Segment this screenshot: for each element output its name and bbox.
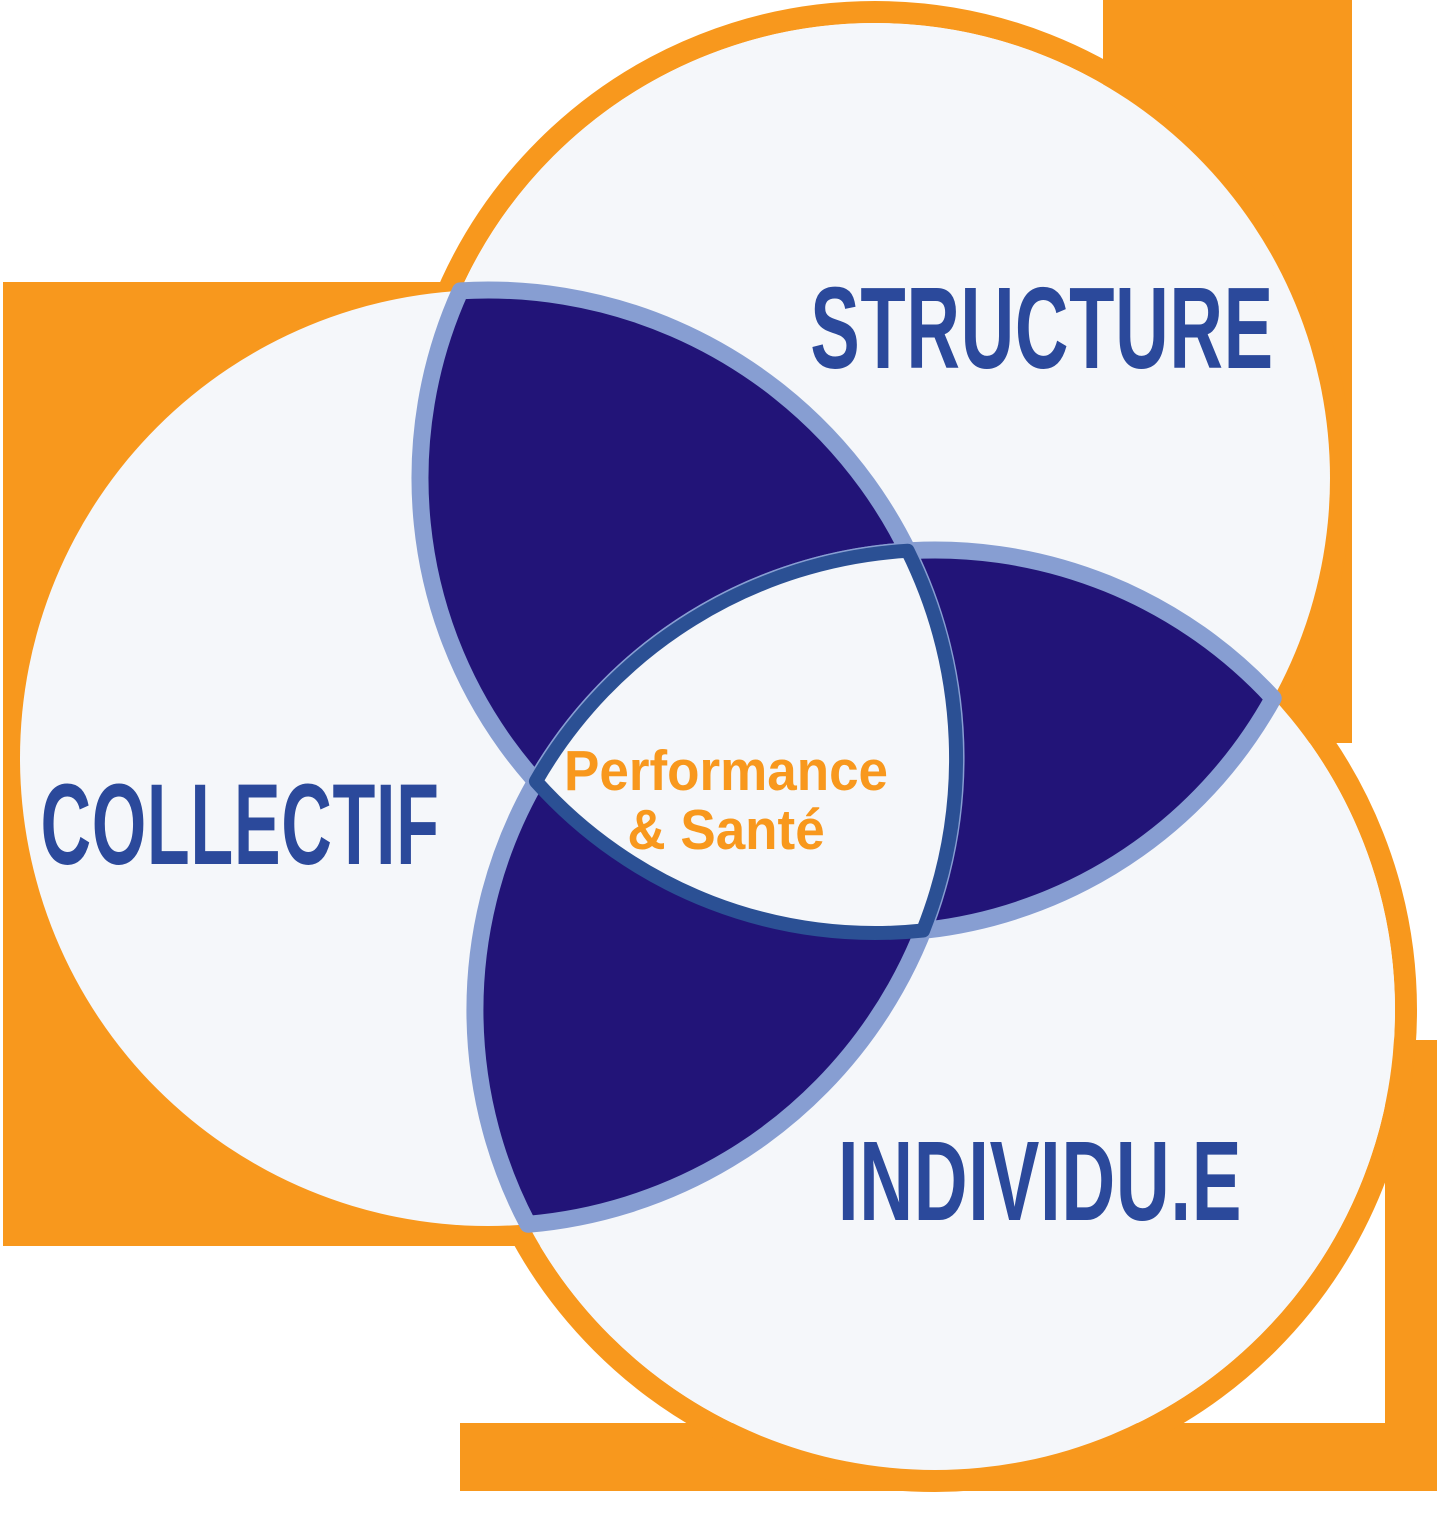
individu-label: INDIVIDU.E	[838, 1118, 1242, 1244]
center-label-line2: & Santé	[627, 797, 824, 861]
center-label: Performance & Santé	[564, 738, 888, 861]
center-core	[528, 543, 964, 941]
center-core-group	[528, 543, 964, 941]
structure-label: STRUCTURE	[810, 263, 1274, 393]
circle-labels: STRUCTURE COLLECTIF INDIVIDU.E	[40, 263, 1273, 1245]
center-label-line1: Performance	[564, 738, 888, 802]
collectif-label: COLLECTIF	[40, 761, 439, 889]
